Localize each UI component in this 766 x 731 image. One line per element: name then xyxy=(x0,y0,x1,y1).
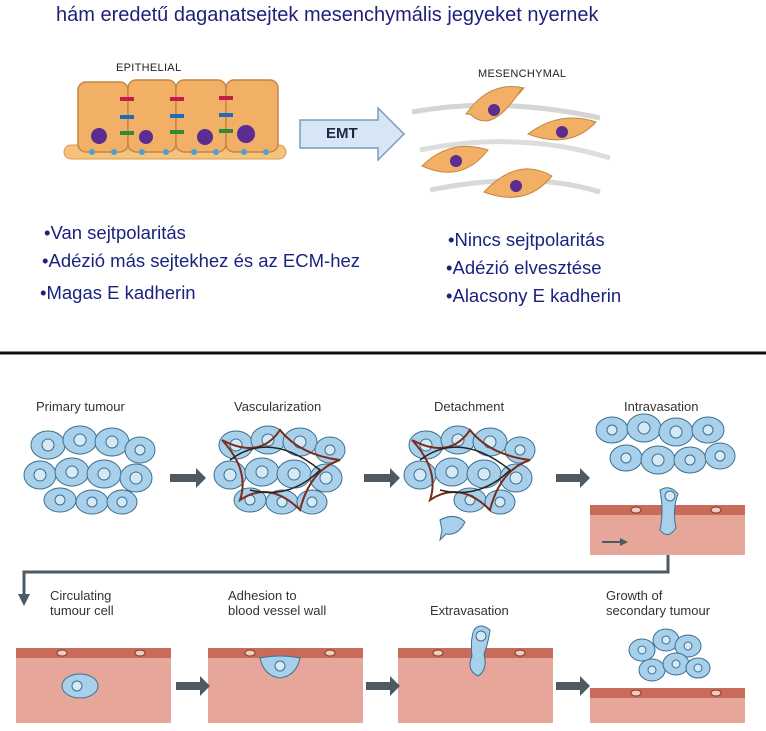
mesenchymal-trait-adhesion: •Adézió elvesztése xyxy=(446,257,602,278)
secondary-tumour-scene xyxy=(590,628,745,723)
step-detachment: Detachment xyxy=(434,399,505,414)
step-extravasation: Extravasation xyxy=(430,603,509,618)
epithelial-trait-adhesion: •Adézió más sejtekhez és az ECM-hez xyxy=(42,250,361,271)
circulating-cell-scene xyxy=(16,648,171,723)
mesenchymal-label: MESENCHYMAL xyxy=(478,68,567,80)
mesenchymal-trait-polarity: •Nincs sejtpolaritás xyxy=(448,229,605,250)
epithelial-cell-sheet xyxy=(63,79,287,160)
epithelial-trait-polarity: •Van sejtpolaritás xyxy=(44,222,186,243)
step-vascularization: Vascularization xyxy=(234,399,322,414)
mesenchymal-cells xyxy=(411,86,611,198)
step-intravasation: Intravasation xyxy=(624,399,699,414)
step-adhesion: Adhesion to blood vessel wall xyxy=(228,588,327,618)
adhesion-scene xyxy=(208,648,363,723)
extravasation-scene xyxy=(398,625,553,723)
metastasis-illustrations xyxy=(16,413,745,723)
emt-arrow-label: EMT xyxy=(326,125,358,142)
page-title: hám eredetű daganatsejtek mesenchymális … xyxy=(56,4,599,26)
step-primary-tumour: Primary tumour xyxy=(36,399,125,414)
epithelial-label: EPITHELIAL xyxy=(116,62,182,74)
step-circulating-tumour-cell: Circulating tumour cell xyxy=(50,588,114,618)
detachment-cluster xyxy=(403,425,536,542)
step-growth-secondary-tumour: Growth of secondary tumour xyxy=(606,588,711,618)
vascularization-cluster xyxy=(213,425,346,515)
epithelial-trait-ecadherin: •Magas E kadherin xyxy=(40,282,196,303)
mesenchymal-trait-ecadherin: •Alacsony E kadherin xyxy=(446,285,622,306)
primary-tumour-cluster xyxy=(23,425,156,515)
intravasation-scene xyxy=(590,413,745,555)
emt-arrow xyxy=(299,106,406,162)
